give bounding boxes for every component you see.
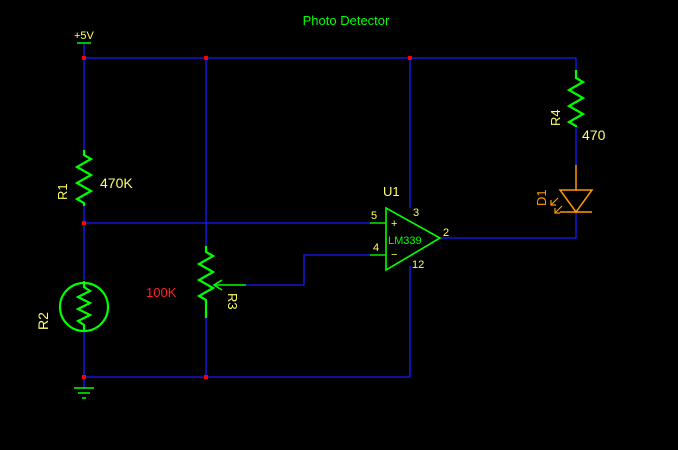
- u1-pin5: 5: [371, 210, 377, 222]
- r3-value: 100K: [146, 285, 177, 300]
- u1-plus: +: [391, 218, 397, 230]
- r4-value: 470: [582, 127, 606, 143]
- u1-pin3: 3: [413, 207, 419, 219]
- u1-pin12: 12: [412, 259, 424, 271]
- light-arrow-icon: [554, 205, 563, 214]
- r1-ref: R1: [55, 183, 70, 200]
- photoresistor-r2: R2: [35, 281, 110, 333]
- junction-dot: [204, 56, 208, 60]
- resistor-r4: R4 470: [548, 70, 606, 143]
- wire-wiper-pin4: [246, 254, 370, 286]
- wire-gnd-rail: [84, 266, 411, 378]
- r4-ref: R4: [548, 109, 563, 126]
- u1-minus: −: [391, 249, 397, 261]
- r3-ref: R3: [225, 293, 240, 310]
- u1-part: LM339: [388, 235, 422, 247]
- diagram-title: Photo Detector: [303, 13, 390, 28]
- junction-dot: [82, 375, 86, 379]
- wire-top-rail: [84, 57, 577, 70]
- potentiometer-r3: 100K R3: [146, 246, 246, 318]
- power-label: +5V: [74, 30, 95, 42]
- comparator-u1: + − LM339 U1 5 4 3 12 2: [370, 184, 449, 272]
- junction-dot: [408, 56, 412, 60]
- u1-pin2: 2: [443, 227, 449, 239]
- u1-ref: U1: [383, 184, 400, 199]
- junction-dot: [82, 221, 86, 225]
- led-d1: D1: [534, 165, 594, 214]
- d1-ref: D1: [534, 189, 549, 206]
- r1-value: 470K: [100, 175, 133, 191]
- wire-output-led: [440, 213, 577, 239]
- power-symbol: +5V: [74, 30, 95, 44]
- resistor-r1: R1 470K: [55, 150, 133, 206]
- light-arrow-icon: [550, 197, 559, 206]
- junction-dot: [82, 56, 86, 60]
- u1-pin4: 4: [373, 242, 379, 254]
- wires: [83, 44, 577, 388]
- junction-dot: [204, 375, 208, 379]
- r2-ref: R2: [35, 312, 51, 330]
- ground-symbol: [74, 387, 94, 399]
- junctions: [82, 56, 412, 379]
